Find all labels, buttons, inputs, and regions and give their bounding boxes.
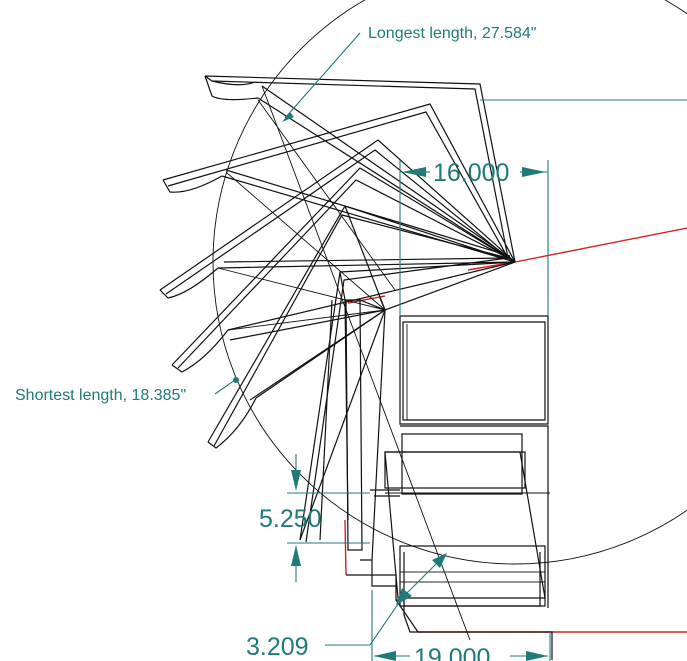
reference-lines [344,227,687,633]
dimension-side-height: 5.250 [259,505,322,533]
dimension-top-width: 16.000 [433,159,509,187]
dimension-bottom-width: 19.000 [414,644,490,661]
longest-length-callout: Longest length, 27.584" [368,25,536,42]
dimension-lines [287,99,687,661]
swing-arc-circle [212,0,687,565]
folding-panels [159,75,516,641]
callout-leaders [214,32,361,395]
dimension-bottom-offset: 3.209 [246,633,309,661]
hex-mesh-baskets [384,433,546,607]
shortest-length-callout: Shortest length, 18.385" [15,387,186,404]
